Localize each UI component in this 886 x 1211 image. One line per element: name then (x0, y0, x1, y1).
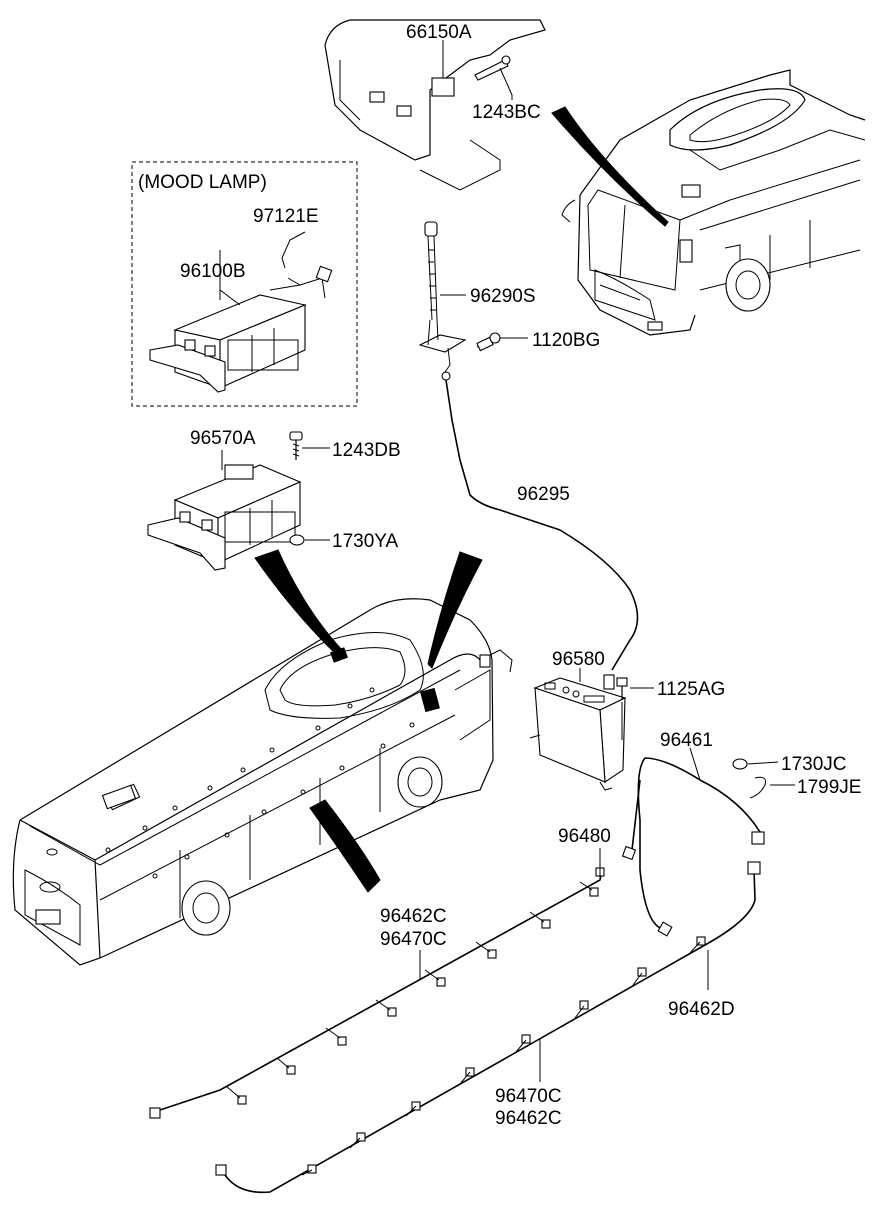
label-96462C-upper: 96462C (380, 906, 447, 927)
label-96290S: 96290S (470, 286, 536, 307)
cable-96295 (445, 379, 639, 671)
label-1243DB: 1243DB (332, 440, 401, 461)
module-96570A (147, 431, 305, 571)
label-1799JE: 1799JE (797, 777, 861, 798)
harness-lower (215, 861, 761, 1194)
label-1120BG: 1120BG (532, 330, 600, 351)
label-96580: 96580 (552, 649, 605, 670)
label-1243BC: 1243BC (472, 102, 541, 123)
roof-panel-assembly (324, 19, 546, 191)
label-96100B: 96100B (180, 261, 246, 282)
label-1730JC: 1730JC (781, 754, 847, 775)
cable-96461 (621, 757, 766, 937)
label-96295: 96295 (517, 484, 570, 505)
antenna-96290S (418, 221, 501, 381)
leader-lines (219, 40, 795, 1082)
box-96580 (529, 677, 628, 791)
label-96462D: 96462D (668, 999, 735, 1020)
label-97121E: 97121E (253, 206, 319, 227)
label-96470C-lower: 96470C (495, 1086, 562, 1107)
label-1125AG: 1125AG (657, 679, 725, 700)
bus-side-view (12, 549, 513, 966)
label-96470C-upper: 96470C (380, 929, 447, 950)
mood-lamp-box (131, 161, 358, 407)
bus-front-view (551, 69, 866, 336)
label-96462C-lower: 96462C (495, 1108, 562, 1129)
label-96461: 96461 (660, 730, 713, 751)
label-96480: 96480 (558, 826, 611, 847)
label-96570A: 96570A (190, 428, 256, 449)
label-66150A: 66150A (406, 22, 472, 43)
label-mood-lamp: (MOOD LAMP) (138, 172, 267, 193)
label-1730YA: 1730YA (332, 531, 399, 552)
part-labels: 66150A 1243BC (MOOD LAMP) 97121E 96100B … (138, 22, 861, 1129)
